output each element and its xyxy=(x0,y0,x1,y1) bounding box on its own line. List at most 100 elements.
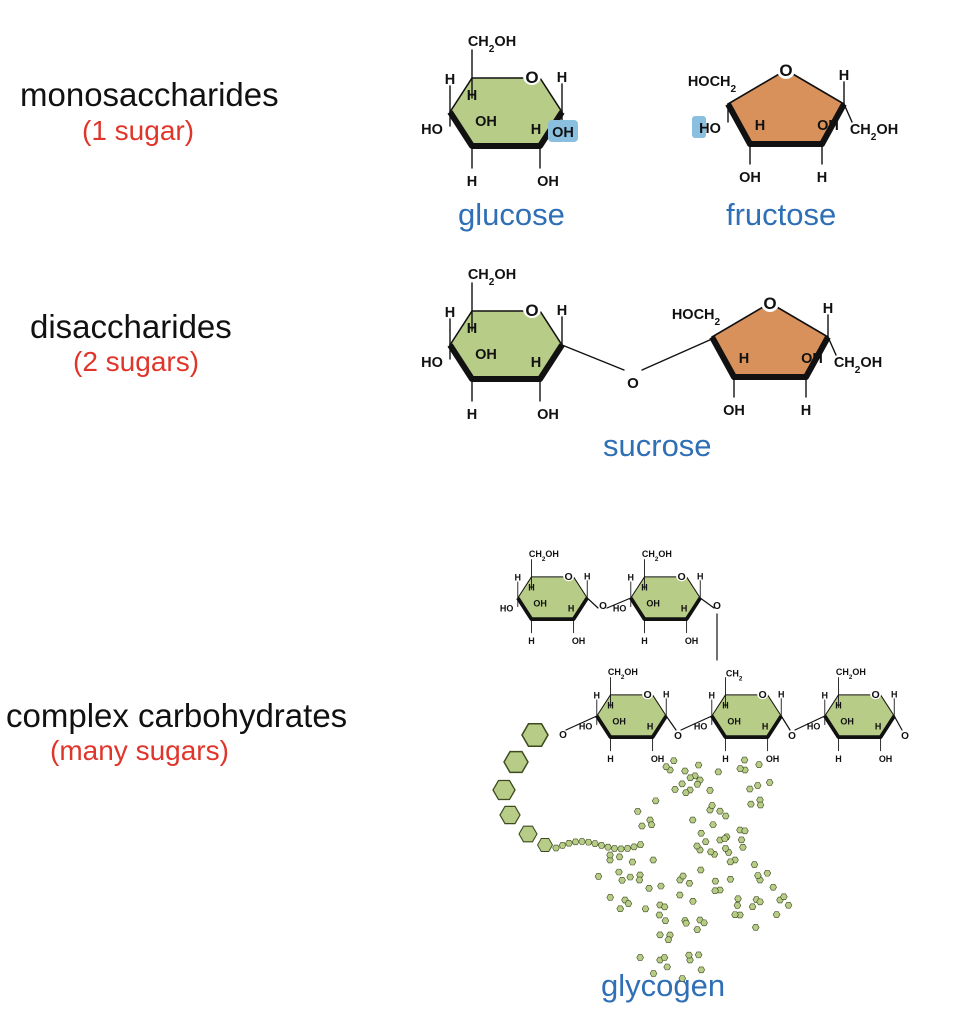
glucose-unit xyxy=(615,853,624,861)
glucose-unit xyxy=(693,781,702,788)
glycogen-label: glycogen xyxy=(601,968,726,1003)
ring-oxygen-gap xyxy=(523,67,541,85)
glucose-unit xyxy=(721,812,730,820)
glucose-unit xyxy=(616,905,624,913)
glucose-unit xyxy=(726,875,735,883)
hydrogen-label: H xyxy=(531,355,541,371)
glucose-unit xyxy=(660,903,669,911)
bond-line xyxy=(843,103,853,123)
glucose-unit xyxy=(694,761,703,769)
ring-oxygen-label: O xyxy=(525,301,538,320)
hydrogen-label: H xyxy=(739,351,749,367)
ring-oxygen-gap xyxy=(757,688,769,700)
ring-oxygen-label: O xyxy=(678,571,686,583)
ring-oxygen-gap xyxy=(761,294,779,312)
glycosidic-oxygen-label: O xyxy=(559,730,567,741)
hydrogen-label: H xyxy=(557,70,567,86)
category-disaccharides: disaccharides xyxy=(30,308,232,345)
glucose-unit xyxy=(615,868,623,876)
glucose-unit xyxy=(670,757,678,764)
glucose-unit xyxy=(737,836,746,844)
hydroxyl-highlight xyxy=(548,120,578,142)
hydrogen-label: H xyxy=(722,754,729,764)
glucose-unit xyxy=(740,756,749,764)
hydroxyl-label: HO xyxy=(807,722,820,732)
glycosidic-bond xyxy=(561,344,625,371)
hydrogen-label: H xyxy=(755,118,765,134)
glycosidic-oxygen-label: O xyxy=(674,731,682,742)
glucose-unit xyxy=(750,861,759,868)
glucose-unit xyxy=(682,789,690,797)
glucose-unit xyxy=(636,954,644,961)
hydroxyl-label: OH xyxy=(612,717,625,727)
ring-oxygen-gap xyxy=(642,688,654,700)
ring-oxygen-label: O xyxy=(565,571,573,583)
hydrogen-label: H xyxy=(778,689,785,699)
hydroxyl-label: OH xyxy=(766,754,779,764)
glucose-unit xyxy=(663,963,671,971)
category-complex-carbohydrates: complex carbohydrates xyxy=(6,697,348,734)
glucose-unit xyxy=(686,774,694,782)
hydrogen-label: H xyxy=(607,701,614,711)
glucose-unit xyxy=(647,821,656,828)
hydroxyl-label: OH xyxy=(572,636,585,646)
glucose-unit xyxy=(731,911,739,918)
glucose-unit xyxy=(711,887,719,895)
glucose-unit xyxy=(649,856,657,864)
hydroxyl-label: OH xyxy=(646,599,659,609)
glycosidic-oxygen-label: O xyxy=(788,731,796,742)
ring-front-edge xyxy=(629,596,702,621)
glucose-unit xyxy=(660,954,669,961)
hoch2-label: HOCH2 xyxy=(688,74,737,95)
glucose-unit xyxy=(721,835,729,842)
ring-front-edge xyxy=(823,714,896,739)
ring-front-edge xyxy=(447,343,565,382)
ring-oxygen-gap xyxy=(563,570,575,582)
glucose-unit xyxy=(763,869,772,877)
hydrogen-label: H xyxy=(568,604,575,614)
glucose-unit xyxy=(558,842,567,849)
hydrogen-label: H xyxy=(875,722,882,732)
glucose-unit xyxy=(772,911,781,918)
hydrogen-label: H xyxy=(445,305,455,321)
ring-oxygen-label: O xyxy=(525,68,538,87)
glucose-unit xyxy=(714,768,723,776)
hydroxyl-label: OH xyxy=(840,717,853,727)
glucose-unit xyxy=(693,842,701,850)
glucose-unit xyxy=(552,844,560,852)
glucose-unit xyxy=(678,780,686,788)
glucose-unit xyxy=(746,785,754,793)
hydrogen-label: H xyxy=(528,583,535,593)
glucose-unit xyxy=(769,883,777,891)
glycosidic-bond xyxy=(680,715,713,731)
glucose-unit xyxy=(678,975,687,982)
hydrogen-label: H xyxy=(515,573,522,583)
hydrogen-label: H xyxy=(531,122,541,138)
hydroxyl-label: OH xyxy=(817,118,839,134)
ring-oxygen-gap xyxy=(777,61,795,79)
ch2oh-label: CH2OH xyxy=(529,549,559,563)
hydrogen-label: H xyxy=(528,636,535,646)
glucose-label: glucose xyxy=(458,197,565,232)
glycosidic-bond xyxy=(665,715,677,731)
glycosidic-oxygen-label: O xyxy=(599,601,607,612)
glucose-unit xyxy=(747,800,755,808)
glucose-unit xyxy=(536,838,554,852)
hydrogen-label: H xyxy=(891,689,898,699)
glucose-unit xyxy=(686,956,694,964)
ring-front-edge xyxy=(710,714,783,739)
glucose-unit xyxy=(753,782,762,789)
ring-oxygen-gap xyxy=(523,300,541,318)
ring-oxygen-label: O xyxy=(644,689,652,701)
category-complex-carbohydrates-count: (many sugars) xyxy=(50,735,229,766)
ch2oh-label: CH2OH xyxy=(836,667,866,681)
hydroxyl-label: OH xyxy=(537,174,559,190)
category-monosaccharides-count: (1 sugar) xyxy=(82,115,195,146)
glucose-unit xyxy=(635,876,644,884)
hydrogen-label: H xyxy=(817,170,827,186)
hydroxyl-highlight xyxy=(692,116,706,138)
ch2-link-label: CH2 xyxy=(726,668,743,682)
hydroxyl-label: OH xyxy=(723,403,745,419)
glycosidic-oxygen-label: O xyxy=(627,375,639,392)
